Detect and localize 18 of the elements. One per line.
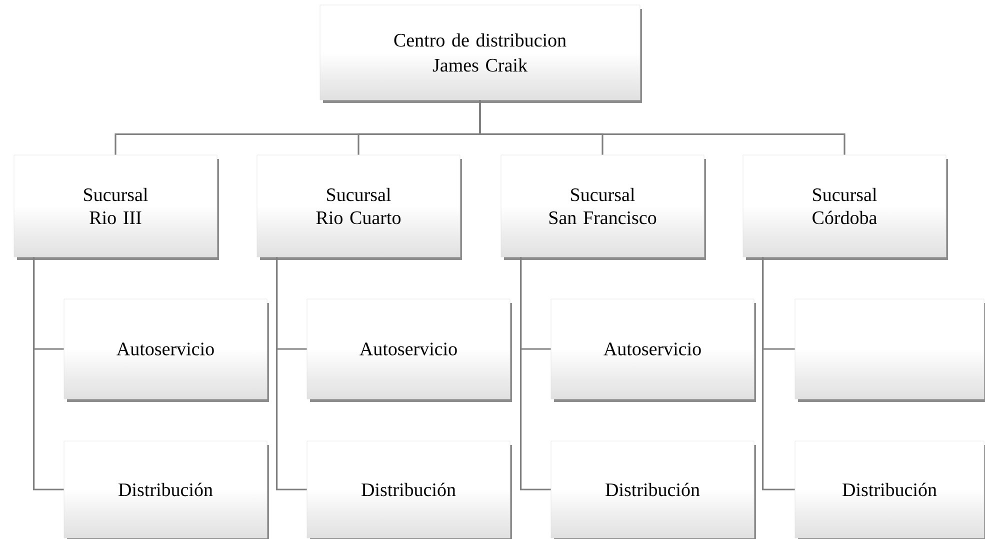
org-box: Autoservicio [64,298,269,402]
org-box: Sucursal Rio Cuarto [256,154,462,260]
org-box: Autoservicio [550,298,756,402]
org-box: Distribución [550,440,756,539]
org-box: Sucursal San Francisco [500,154,706,260]
org-box: Distribución [64,440,269,539]
connector-line [762,257,795,490]
org-box: Centro de distribucion James Craik [320,4,642,103]
org-box: Distribución [794,440,985,539]
org-box: Distribución [306,440,512,539]
connector-line [520,257,551,490]
connector-line [33,257,64,490]
org-box: Sucursal Córdoba [742,154,948,260]
org-box: Sucursal Rio III [14,154,219,260]
connector-line [276,257,307,490]
empty-box [794,298,985,402]
org-box: Autoservicio [306,298,512,402]
connector-line [479,100,846,155]
